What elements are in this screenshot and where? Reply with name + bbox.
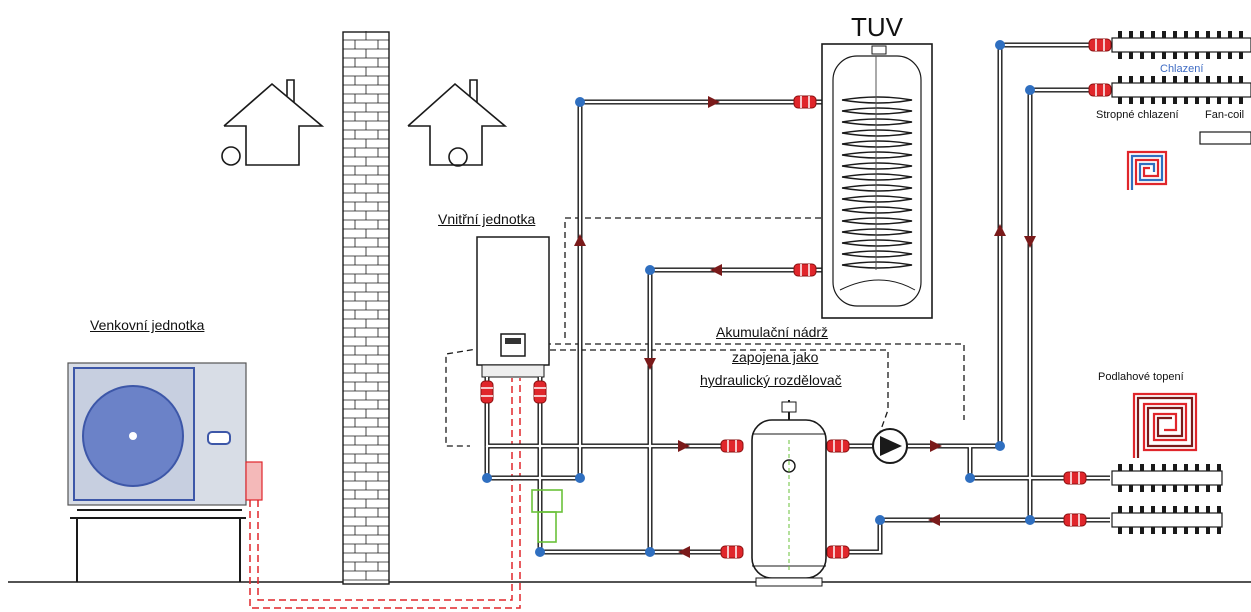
- filter-icon: [531, 489, 563, 543]
- tuv-tank: [821, 43, 933, 319]
- fan-coil-unit: [1199, 131, 1251, 145]
- house-icon: [221, 79, 325, 166]
- tank-label-line2: zapojena jako: [732, 349, 819, 365]
- pipe-joints: [482, 40, 1035, 557]
- electric-link: [249, 378, 521, 609]
- ceiling-cooling-label: Stropné chlazení: [1096, 109, 1179, 121]
- indoor-unit-label: Vnitřní jednotka: [438, 211, 536, 227]
- flow-arrow-icon: [574, 96, 1036, 558]
- outdoor-unit: [67, 362, 263, 582]
- tank-label-line3: hydraulický rozdělovač: [700, 372, 842, 388]
- accumulation-tank: [751, 400, 827, 587]
- tank-label-line1: Akumulační nádrž: [716, 324, 829, 340]
- manifold-icon: [1111, 31, 1251, 534]
- house-icon: [407, 79, 508, 167]
- pump-icon: [872, 428, 908, 464]
- floor-heating-coil-icon: [1126, 150, 1168, 190]
- outdoor-unit-label: Venkovní jednotka: [90, 317, 205, 333]
- tuv-label: TUV: [851, 12, 903, 42]
- floor-heating-label: Podlahové topení: [1098, 371, 1184, 383]
- chimney-icon: [342, 31, 390, 585]
- floor-heating-coil-icon: [1132, 392, 1198, 458]
- fan-coil-label: Fan-coil: [1205, 109, 1245, 121]
- cooling-label: Chlazení: [1160, 63, 1204, 75]
- indoor-unit: [476, 236, 550, 378]
